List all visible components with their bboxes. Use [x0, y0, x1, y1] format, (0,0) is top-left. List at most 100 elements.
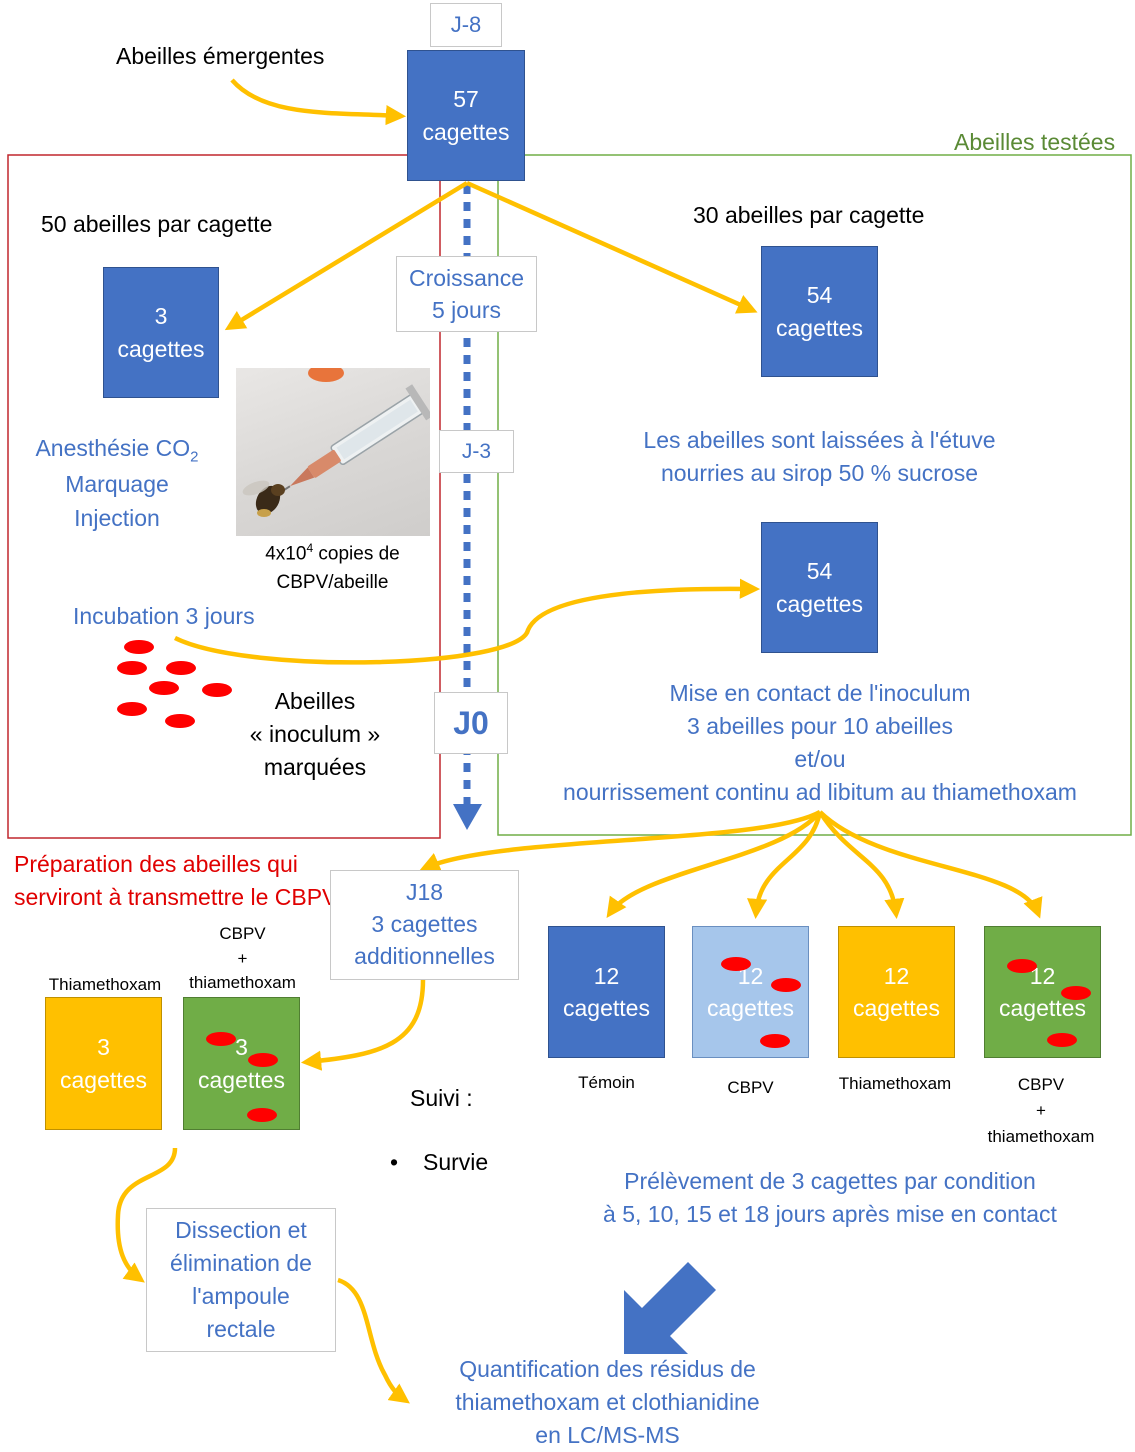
step-injection: Injection	[74, 504, 160, 531]
timeline-arrowhead	[453, 804, 482, 830]
condition-count: 12	[883, 962, 910, 989]
arrow-start-to-right	[466, 180, 758, 314]
day-label-j-3: J-3	[439, 430, 514, 473]
big-blue-arrow	[624, 1262, 716, 1354]
sampling-text: Prélèvement de 3 cagettes par condition …	[575, 1165, 1085, 1231]
sampling-line-2: à 5, 10, 15 et 18 jours après mise en co…	[603, 1200, 1057, 1227]
right-box1-unit: cagettes	[776, 314, 863, 341]
left-cage-box: 3 cagettes	[103, 267, 219, 398]
left-box-count: 3	[154, 303, 168, 330]
followup-item-survival: Survie	[423, 1149, 489, 1175]
start-box-count: 57	[453, 86, 479, 113]
combined-line-3: thiamethoxam	[987, 1126, 1095, 1146]
right-per-cage-text: 30 abeilles par cagette	[693, 202, 925, 228]
condition-box-thiamethoxam: 12 cagettes	[838, 926, 955, 1058]
combined-line-2: +	[1036, 1100, 1046, 1120]
condition-box-temoin: 12 cagettes	[548, 926, 665, 1058]
followup-bullet: •	[390, 1149, 399, 1175]
green-label-line-1: CBPV	[219, 924, 266, 943]
right-box2-count: 54	[806, 558, 833, 585]
dose-line-1: 4x104 copies de	[265, 541, 400, 565]
dissection-line-3: l'ampoule	[192, 1283, 290, 1309]
infected-bee-dot	[1007, 959, 1037, 973]
condition-count: 12	[593, 962, 620, 989]
additional-line-1: J18	[405, 879, 444, 906]
inoculum-line-2: « inoculum »	[249, 721, 381, 748]
dose-line-2: CBPV/abeille	[276, 571, 389, 593]
infected-bee-dot	[771, 978, 801, 992]
day-label-j-8: J-8	[430, 3, 502, 47]
condition-label-thiamethoxam: Thiamethoxam	[838, 1074, 952, 1093]
right-box1-count: 54	[806, 282, 833, 309]
right-cage-box-2: 54 cagettes	[761, 522, 878, 653]
additional-yellow-label: Thiamethoxam	[48, 975, 162, 994]
emerging-bees-text: Abeilles émergentes	[116, 43, 325, 69]
dissection-label: Dissection et élimination de l'ampoule r…	[146, 1208, 336, 1352]
contact-line-3: et/ou	[794, 745, 846, 772]
contact-line-1: Mise en contact de l'inoculum	[669, 680, 971, 706]
preparation-caption: Préparation des abeilles qui serviront à…	[14, 848, 337, 913]
inoculum-line-3: marquées	[263, 754, 367, 781]
arrow-inoculum-transfer	[174, 578, 761, 665]
additional-line-3: additionnelles	[354, 942, 495, 969]
dissection-line-2: élimination de	[170, 1250, 312, 1277]
arrow-start-to-left	[224, 181, 469, 331]
arrow-emerging-to-start	[230, 78, 407, 126]
caption-line-2: serviront à transmettre le CBPV	[14, 883, 338, 910]
tested-bees-title: Abeilles testées	[954, 129, 1116, 155]
condition-label-cbpv: CBPV	[727, 1078, 774, 1097]
condition-unit: cagettes	[853, 995, 940, 1021]
incubator-note: Les abeilles sont laissées à l'étuve nou…	[592, 424, 1047, 491]
right-box2-unit: cagettes	[776, 590, 863, 617]
condition-unit: cagettes	[707, 995, 794, 1021]
green-label-line-3: thiamethoxam	[189, 973, 296, 993]
marked-bee-dot	[166, 661, 196, 675]
marked-bee-dot	[149, 681, 179, 695]
arrow-yellow-to-dissection	[115, 1147, 178, 1283]
additional-green-label: CBPV + thiamethoxam	[170, 922, 315, 996]
note-line-1: Les abeilles sont laissées à l'étuve	[643, 427, 996, 453]
infected-bee-dot	[1047, 1033, 1077, 1047]
marked-bee-dot	[117, 702, 147, 716]
arrow-additional-to-green	[300, 979, 426, 1071]
inoculum-line-1: Abeilles	[274, 688, 356, 714]
note-line-2: nourries au sirop 50 % sucrose	[660, 460, 979, 487]
dose-text: 4x104 copies de CBPV/abeille	[235, 539, 430, 597]
marked-bee-dot	[202, 683, 232, 697]
step-marking: Marquage	[65, 471, 169, 498]
tested-bees-frame	[497, 154, 1132, 836]
combined-line-1: CBPV	[1017, 1075, 1065, 1094]
condition-box-cbpv-thiamethoxam: 12 cagettes	[984, 926, 1101, 1058]
preparation-frame	[7, 154, 441, 839]
start-cage-box: 57 cagettes	[407, 50, 525, 181]
injection-photo	[236, 368, 430, 536]
start-box-unit: cagettes	[422, 118, 510, 145]
incubation-text: Incubation 3 jours	[73, 603, 255, 629]
marked-bee-dot	[165, 714, 195, 728]
arrow-to-combined	[818, 810, 1043, 919]
step-anesthesia: Anesthésie CO2	[35, 435, 199, 466]
growth-line-2: 5 jours	[431, 297, 502, 323]
condition-label-combined: CBPV + thiamethoxam	[966, 1072, 1116, 1149]
contact-line-2: 3 abeilles pour 10 abeilles	[687, 712, 953, 739]
additional-yellow-count: 3	[97, 1034, 110, 1061]
inoculum-bees-text: Abeilles « inoculum » marquées	[230, 685, 400, 784]
arrow-to-additional	[419, 810, 822, 872]
condition-unit: cagettes	[563, 995, 650, 1021]
quantification-line-2: thiamethoxam et clothianidine	[455, 1388, 760, 1415]
arrow-dissection-to-quantification	[337, 1277, 410, 1404]
additional-yellow-box: 3 cagettes	[45, 997, 162, 1130]
infected-bee-dot	[760, 1034, 790, 1048]
quantification-line-3: en LC/MS-MS	[535, 1421, 680, 1448]
green-label-line-2: +	[237, 948, 248, 968]
growth-label: Croissance 5 jours	[396, 256, 537, 332]
quantification-text: Quantification des résidus de thiamethox…	[420, 1353, 795, 1452]
sampling-line-1: Prélèvement de 3 cagettes par condition	[624, 1168, 1036, 1194]
infected-bee-dot	[721, 957, 751, 971]
additional-cages-label: J18 3 cagettes additionnelles	[330, 870, 519, 980]
contact-text: Mise en contact de l'inoculum 3 abeilles…	[528, 677, 1112, 809]
additional-line-2: 3 cagettes	[371, 911, 478, 938]
additional-green-count: 3	[235, 1034, 248, 1061]
followup-title: Suivi :	[410, 1085, 473, 1111]
arrow-to-thiamethoxam	[818, 810, 905, 920]
